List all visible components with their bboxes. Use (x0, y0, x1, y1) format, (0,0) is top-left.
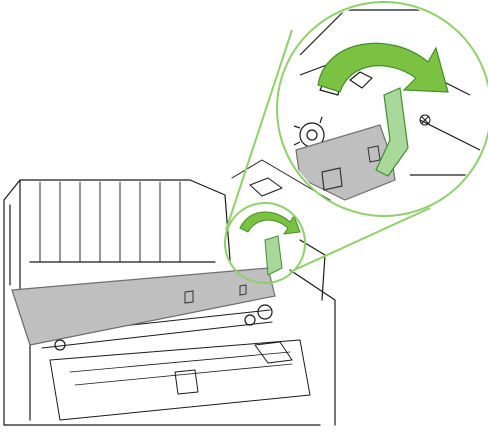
fuser-flap (11, 267, 276, 346)
rotate-arrow-icon (317, 42, 449, 93)
callout-connector-upper (225, 29, 293, 231)
callout-small-circle (224, 202, 306, 284)
callout (224, 1, 488, 284)
rotate-arrow-icon-small (239, 211, 301, 235)
zoom-detail (279, 4, 488, 214)
callout-large-circle (276, 1, 488, 217)
screw-mark-icon (419, 114, 431, 126)
release-lever (264, 235, 283, 276)
printer-body (3, 159, 336, 426)
callout-connector-lower (289, 207, 431, 273)
